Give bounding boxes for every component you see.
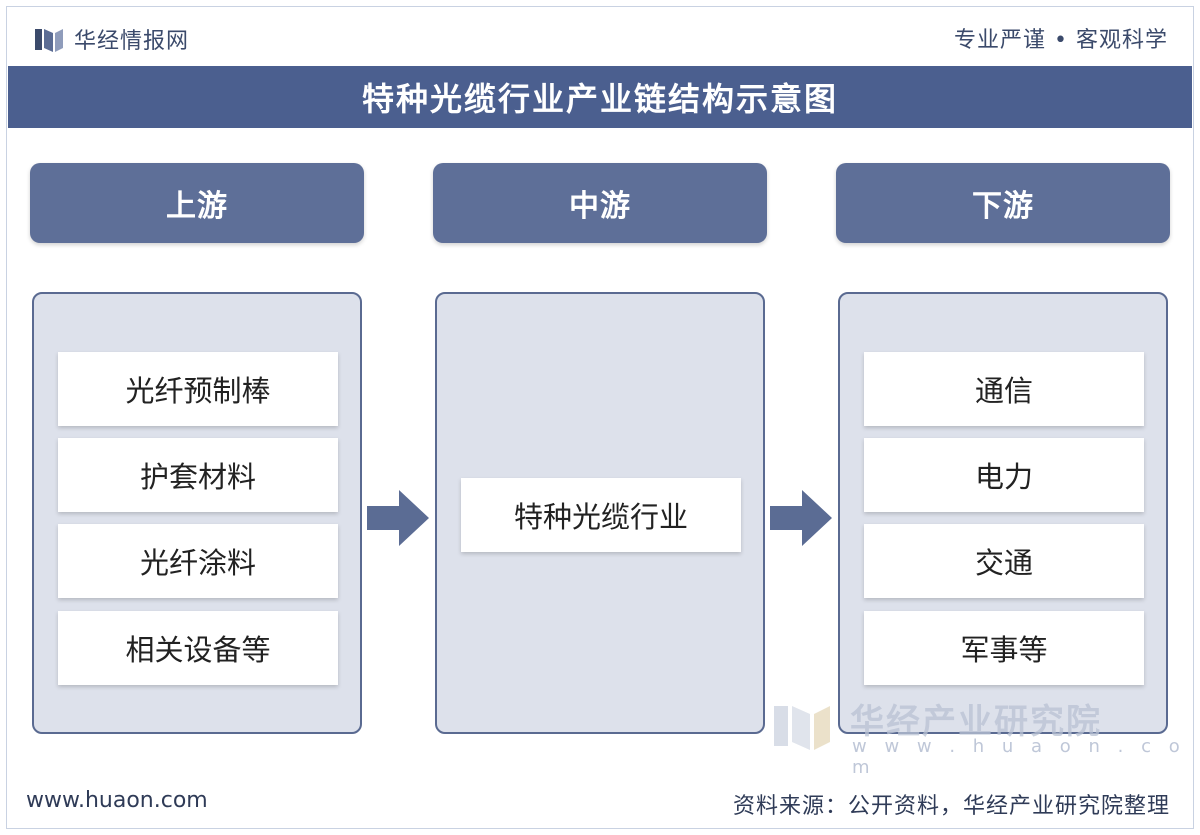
midstream-item: 特种光缆行业 [461,478,741,552]
downstream-item: 交通 [864,524,1144,598]
arrow-right-icon [770,490,832,546]
upstream-header: 上游 [30,163,364,243]
page-frame [6,6,1194,829]
upstream-box: 光纤预制棒 护套材料 光纤涂料 相关设备等 [32,292,362,734]
upstream-item: 相关设备等 [58,611,338,685]
downstream-item: 军事等 [864,611,1144,685]
watermark-logo-icon [774,706,830,750]
book-icon [35,29,63,52]
upstream-item: 光纤预制棒 [58,352,338,426]
brand-logo: 华经情报网 [34,22,189,56]
downstream-box: 通信 电力 交通 军事等 [838,292,1168,734]
watermark-text: 华经产业研究院 [850,702,1102,742]
downstream-item: 通信 [864,352,1144,426]
brand-name: 华经情报网 [74,29,190,54]
upstream-item: 护套材料 [58,438,338,512]
midstream-header: 中游 [433,163,767,243]
diagram-title: 特种光缆行业产业链结构示意图 [361,80,838,118]
downstream-header: 下游 [836,163,1170,243]
arrow-right-icon [367,490,429,546]
header: 华经情报网 专业严谨 • 客观科学 [0,0,1200,66]
footer-website: www.huaon.com [26,788,208,813]
title-bar: 特种光缆行业产业链结构示意图 [8,66,1192,128]
watermark-url: w w w . h u a o n . c o m [852,736,1186,778]
slogan: 专业严谨 • 客观科学 [954,28,1168,53]
footer-source: 资料来源：公开资料，华经产业研究院整理 [732,794,1170,819]
midstream-box: 特种光缆行业 [435,292,765,734]
downstream-item: 电力 [864,438,1144,512]
upstream-item: 光纤涂料 [58,524,338,598]
